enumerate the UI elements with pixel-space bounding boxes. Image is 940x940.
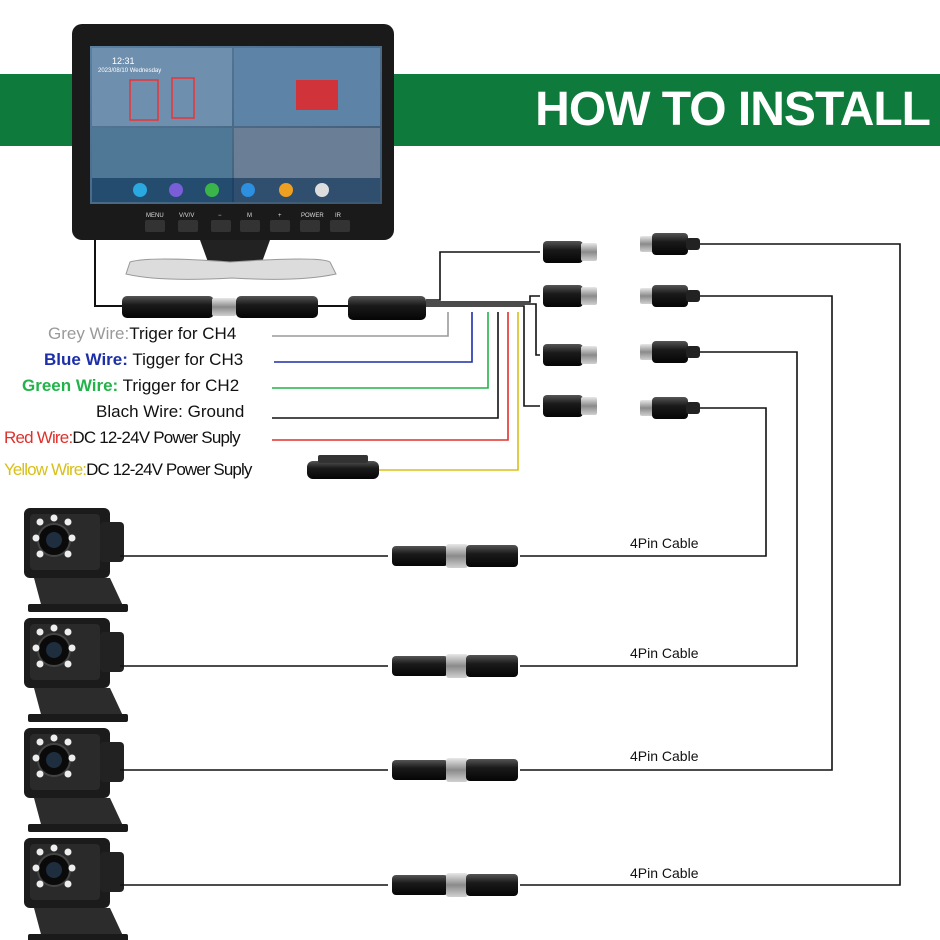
screen-date: 2023/08/10 Wednesday (98, 68, 162, 74)
wire-label-blue: Blue Wire: Tigger for CH3 (44, 350, 243, 370)
trigger-wire-grey (272, 312, 449, 337)
cable-label-3: 4Pin Cable (630, 748, 699, 764)
trigger-wire-red (272, 312, 509, 441)
wire-desc-blue: Tigger for CH3 (127, 350, 244, 369)
wire-label-green: Green Wire: Trigger for CH2 (22, 376, 239, 396)
wire-label-red: Red Wire:DC 12-24V Power Suply (4, 428, 241, 448)
wire-name-grey: Grey Wire: (48, 324, 130, 343)
monitor-button-mode: V/V/V (179, 213, 195, 219)
monitor-button-ir: IR (335, 213, 341, 219)
monitor-button-menu: MENU (146, 213, 164, 219)
cable-label-4: 4Pin Cable (630, 865, 699, 881)
banner-title: HOW TO INSTALL (535, 83, 931, 136)
trigger-wire-yellow (378, 312, 519, 471)
trigger-wire-blue (274, 312, 473, 363)
wire-desc-grey: Triger for CH4 (129, 324, 237, 343)
wire-desc-black: Blach Wire: Ground (96, 402, 245, 421)
monitor (72, 24, 394, 280)
screen-time: 12:31 (112, 56, 135, 66)
monitor-button-plus: + (278, 213, 282, 219)
cable-label-2: 4Pin Cable (630, 645, 699, 661)
wire-label-yellow: Yellow Wire:DC 12-24V Power Suply (4, 460, 252, 480)
monitor-connector (122, 296, 318, 318)
wire-desc-red: DC 12-24V Power Suply (72, 428, 240, 447)
monitor-button-m: M (247, 213, 252, 219)
fuse-holder (307, 455, 379, 479)
wire-name-green: Green Wire: (22, 376, 119, 395)
wire-label-grey: Grey Wire:Triger for CH4 (48, 324, 236, 344)
trigger-wire-green (272, 312, 489, 389)
wire-desc-green: Trigger for CH2 (118, 376, 240, 395)
monitor-button-power: POWER (301, 213, 324, 219)
cable-label-1: 4Pin Cable (630, 535, 699, 551)
trigger-wire-black (272, 312, 499, 419)
wire-label-black: Blach Wire: Ground (96, 402, 244, 422)
wire-desc-yellow: DC 12-24V Power Suply (86, 460, 252, 479)
harness-body (348, 296, 426, 320)
monitor-button-minus: − (218, 213, 222, 219)
wire-name-yellow: Yellow Wire: (4, 460, 87, 479)
wire-name-blue: Blue Wire: (44, 350, 128, 369)
wire-name-red: Red Wire: (4, 428, 73, 447)
